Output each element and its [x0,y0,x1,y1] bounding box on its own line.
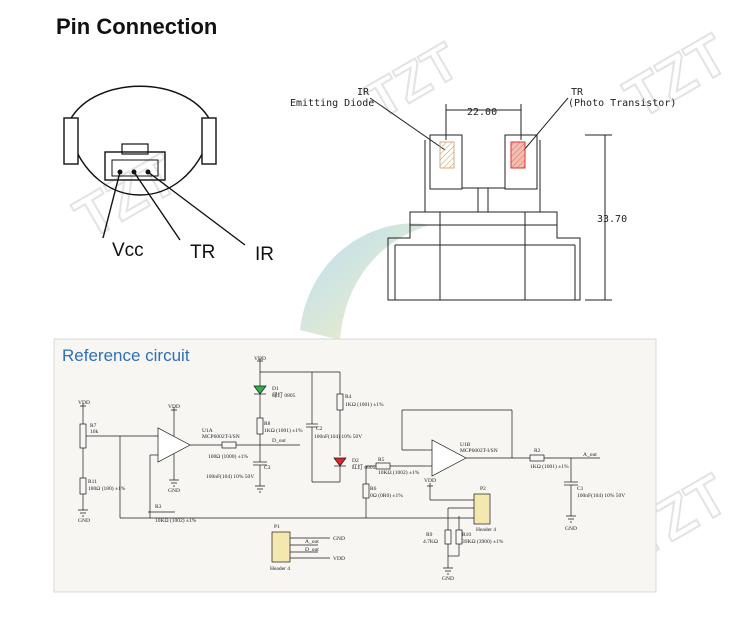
svg-text:U1B: U1B [460,442,471,448]
svg-text:10KΩ (1002) ±1%: 10KΩ (1002) ±1% [155,517,197,524]
svg-text:R4: R4 [345,394,352,400]
svg-text:1KΩ (1001) ±1%: 1KΩ (1001) ±1% [345,401,384,408]
svg-text:Header 4: Header 4 [270,566,290,572]
svg-text:1KΩ (1001) ±1%: 1KΩ (1001) ±1% [530,463,569,470]
svg-text:R5: R5 [378,457,385,463]
svg-text:R9: R9 [426,532,433,538]
svg-text:VDD: VDD [168,404,180,410]
svg-text:VDD: VDD [78,400,90,406]
svg-text:VDD: VDD [333,556,345,562]
svg-text:100nF(104) 10% 50V: 100nF(104) 10% 50V [314,433,362,440]
svg-text:R8: R8 [264,421,271,427]
tr-label: TR [571,87,584,98]
svg-text:4.7KΩ: 4.7KΩ [423,539,438,545]
pin-label-tr: TR [190,242,215,263]
photo-transistor-window [510,141,526,169]
page-title: Pin Connection [56,14,218,39]
svg-text:A_out: A_out [305,539,319,545]
svg-text:GND: GND [565,526,577,532]
svg-text:GND: GND [78,518,90,524]
svg-text:红灯 0805: 红灯 0805 [352,463,376,471]
svg-text:D1: D1 [272,386,279,392]
svg-text:C1: C1 [577,486,584,492]
schematic-labels: VDD R7 10k R11 180Ω (180) ±1% GND VDD GN… [78,356,625,582]
svg-text:R6: R6 [370,486,377,492]
svg-text:R7: R7 [90,423,97,429]
connector-drawing [63,85,246,246]
svg-text:R3: R3 [155,504,162,510]
svg-text:100nF(104) 10% 50V: 100nF(104) 10% 50V [577,492,625,499]
tr-description: (Photo Transistor) [568,98,676,109]
svg-text:GND: GND [333,536,345,542]
svg-text:U1A: U1A [202,428,213,434]
sensor-drawing [369,97,612,301]
svg-text:P1: P1 [274,524,280,530]
svg-text:MCP6002T-I/SN: MCP6002T-I/SN [460,448,498,454]
ir-label: IR [357,87,370,98]
svg-text:MCP6002T-I/SN: MCP6002T-I/SN [202,434,240,440]
svg-text:C2: C2 [316,426,323,432]
svg-text:39KΩ (3900) ±1%: 39KΩ (3900) ±1% [462,538,504,545]
svg-text:0Ω (0R0) ±1%: 0Ω (0R0) ±1% [370,492,403,499]
svg-text:C3: C3 [264,465,271,471]
watermark-text: TZT [614,22,739,131]
brand-logo-swoosh [300,223,430,340]
ir-emitter-window [439,141,455,169]
svg-text:D_out: D_out [272,438,286,444]
svg-text:VDD: VDD [424,478,436,484]
schematic [78,358,600,575]
svg-text:GND: GND [168,488,180,494]
svg-text:R10: R10 [462,532,471,538]
watermark-text: TZT [357,32,469,130]
ir-description: Emitting Diode [290,98,374,109]
svg-text:A_out: A_out [583,452,597,458]
svg-text:VDD: VDD [254,356,266,362]
svg-text:P2: P2 [480,486,486,492]
svg-text:100nF(104) 10% 50V: 100nF(104) 10% 50V [206,473,254,480]
svg-text:100Ω (1000) ±1%: 100Ω (1000) ±1% [208,453,249,460]
svg-text:1KΩ (1001) ±1%: 1KΩ (1001) ±1% [264,427,303,434]
pin-label-ir: IR [255,244,274,265]
svg-text:10KΩ (1002) ±1%: 10KΩ (1002) ±1% [378,469,420,476]
height-dimension: 33.70 [597,214,627,225]
svg-text:10k: 10k [90,429,99,435]
reference-panel [53,338,657,593]
svg-text:D2: D2 [352,458,359,464]
pin-label-vcc: Vcc [112,240,144,261]
width-dimension: 22.00 [467,107,497,118]
svg-text:GND: GND [442,576,454,582]
svg-text:D_out: D_out [305,547,319,553]
reference-title: Reference circuit [62,346,190,365]
svg-text:Header 4: Header 4 [476,527,496,533]
watermark-text: TZT [64,142,189,251]
svg-text:绿灯 0805: 绿灯 0805 [272,391,296,399]
svg-text:R11: R11 [88,479,97,485]
svg-text:180Ω (180) ±1%: 180Ω (180) ±1% [88,485,126,492]
svg-text:R2: R2 [534,448,541,454]
